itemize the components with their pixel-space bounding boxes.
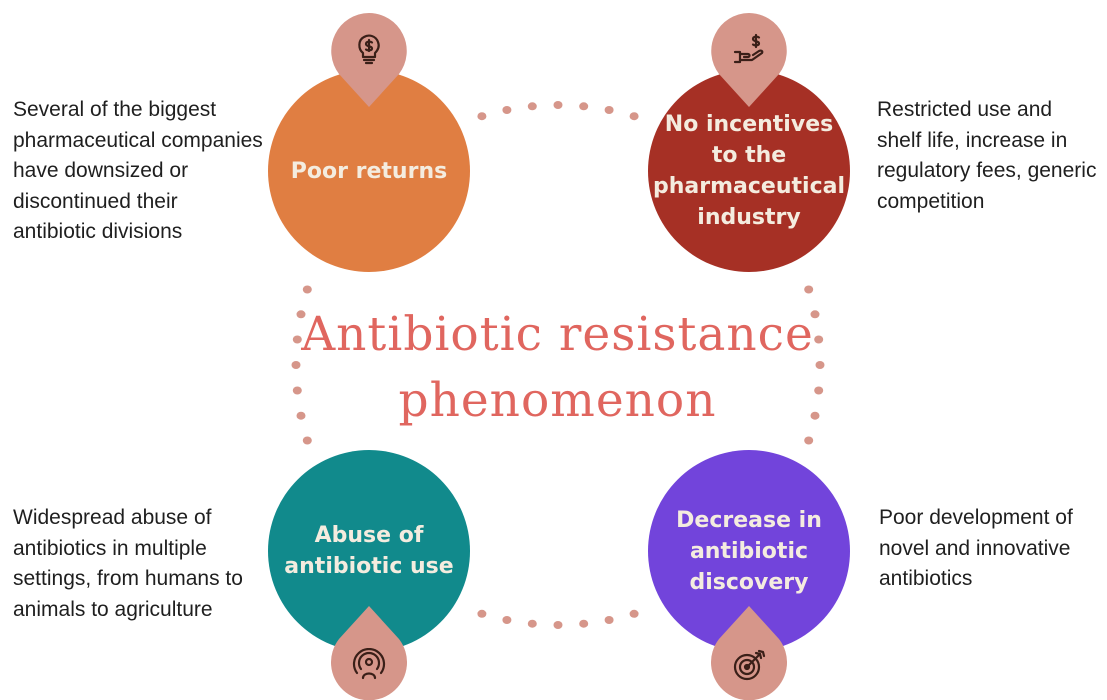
ring-dot: [553, 621, 563, 629]
description-decrease-in-discovery: Poor development of novel and innovative…: [879, 506, 1073, 590]
ring-dot: [477, 112, 487, 121]
ring-dot: [302, 436, 312, 445]
ring-dot: [804, 436, 814, 445]
pin-no-incentives: [711, 13, 787, 107]
ring-dot: [629, 112, 639, 121]
ring-dot: [292, 386, 302, 395]
description-abuse-of-antibiotic-use: Widespread abuse of antibiotics in multi…: [13, 506, 243, 621]
target-arrow-icon: [733, 649, 766, 681]
lightbulb-dollar-icon: [358, 34, 380, 65]
ring-dot: [296, 411, 306, 420]
ring-dot: [804, 285, 814, 294]
description-no-incentives: Restricted use and shelf life, increase …: [877, 98, 1097, 213]
ring-dot: [604, 616, 614, 624]
ring-dot: [291, 361, 301, 369]
center-title: Antibiotic resistance phenomenon: [301, 307, 814, 428]
ring-dot: [292, 335, 302, 344]
pin-decrease-in-discovery: [711, 606, 787, 700]
ring-dot: [810, 310, 820, 319]
broadcast-person-icon: [352, 648, 386, 680]
hand-dollar-icon: [733, 33, 764, 64]
ring-dot: [302, 285, 312, 294]
ring-dot: [810, 411, 820, 420]
description-poor-returns: Several of the biggest pharmaceutical co…: [13, 98, 263, 243]
ring-dot: [502, 106, 512, 114]
pin-abuse-of-antibiotic-use: [331, 606, 407, 700]
ring-dot: [814, 335, 824, 344]
pin-shape: [711, 606, 787, 700]
node-label: No incentives to the pharmaceutical indu…: [653, 112, 845, 230]
ring-dot: [527, 102, 537, 111]
ring-dot: [502, 616, 512, 624]
pin-poor-returns: [331, 13, 407, 107]
ring-dot: [553, 101, 563, 109]
ring-dot: [815, 361, 825, 369]
ring-dot: [527, 619, 537, 628]
ring-dot: [296, 310, 306, 319]
node-label: Poor returns: [290, 158, 448, 184]
ring-dot: [629, 609, 639, 618]
ring-dot: [477, 609, 487, 618]
ring-dot: [814, 386, 824, 395]
ring-dot: [579, 619, 589, 628]
ring-dot: [604, 106, 614, 114]
ring-dot: [579, 102, 589, 111]
node-label: Abuse of antibiotic use: [284, 523, 454, 579]
node-label: Decrease in antibiotic discovery: [676, 507, 822, 595]
